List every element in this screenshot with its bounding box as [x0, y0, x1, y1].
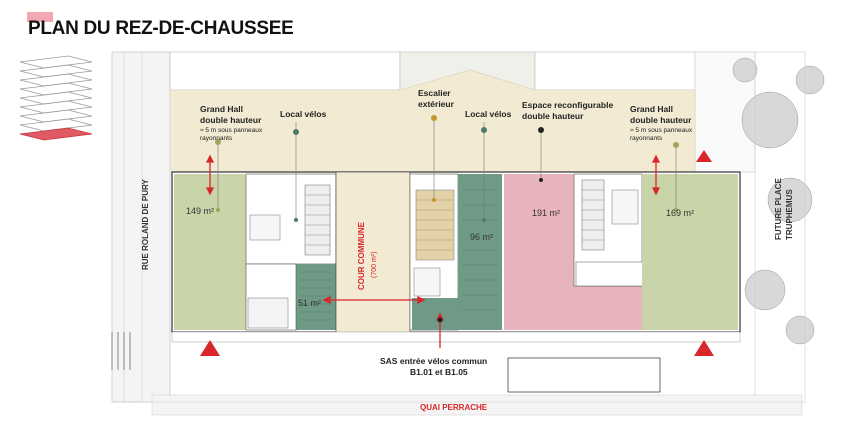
label-espace-sub: double hauteur [522, 111, 584, 121]
title-accent-bar [27, 12, 53, 22]
street-south: QUAI PERRACHE [420, 403, 488, 412]
grand-hall-west [174, 174, 246, 330]
street-west: RUE ROLAND DE PURY [141, 179, 150, 270]
espace-reconfigurable [504, 174, 574, 330]
street-strip-south [151, 394, 803, 416]
label-local-velos-center: Local vélos [465, 109, 512, 119]
local-velos-center [458, 174, 502, 330]
label-local-velos-west: Local vélos [280, 109, 327, 119]
label-escalier-sub: extérieur [418, 99, 455, 109]
crosswalk-west [111, 332, 131, 370]
label-grand-hall-west: Grand Hall [200, 104, 243, 114]
street-strip-west [111, 51, 171, 403]
callout-dots [215, 115, 679, 323]
page-title: PLAN DU REZ-DE-CHAUSSEE [28, 18, 294, 39]
entry-marker-north-east [696, 150, 712, 162]
street-east-1: FUTURE PLACE [774, 178, 783, 240]
floor-stack-icon [19, 55, 93, 141]
label-grand-hall-east-note2: rayonnants [630, 135, 663, 142]
label-cour-commune: COUR COMMUNE [357, 221, 366, 290]
area-espace: 191 m² [532, 208, 560, 218]
quay-building [507, 357, 661, 393]
label-grand-hall-east-note: ≈ 5 m sous panneaux [630, 127, 693, 134]
label-grand-hall-west-sub: double hauteur [200, 115, 262, 125]
grand-hall-east [642, 174, 738, 330]
label-espace: Espace reconfigurable [522, 100, 613, 110]
label-grand-hall-east: Grand Hall [630, 104, 673, 114]
area-grand-hall-west: 149 m² [186, 206, 214, 216]
label-sas-sub: B1.01 et B1.05 [410, 367, 468, 377]
label-escalier: Escalier [418, 88, 451, 98]
label-sas: SAS entrée vélos commun [380, 356, 487, 366]
callout-lines [217, 118, 677, 220]
label-grand-hall-east-sub: double hauteur [630, 115, 692, 125]
entry-marker-west [200, 340, 220, 356]
label-grand-hall-west-note: ≈ 5 m sous panneaux [200, 127, 263, 134]
entry-marker-east [694, 340, 714, 356]
street-east-2: TRUPHEMUS [785, 189, 794, 240]
area-local-velos-west: 51 m² [298, 298, 321, 308]
label-grand-hall-west-note2: rayonnants [200, 135, 233, 142]
area-local-velos-center: 96 m² [470, 232, 493, 242]
label-cour-commune-area: (700 m²) [371, 252, 378, 278]
area-grand-hall-east: 169 m² [666, 208, 694, 218]
trees-east [732, 57, 825, 345]
